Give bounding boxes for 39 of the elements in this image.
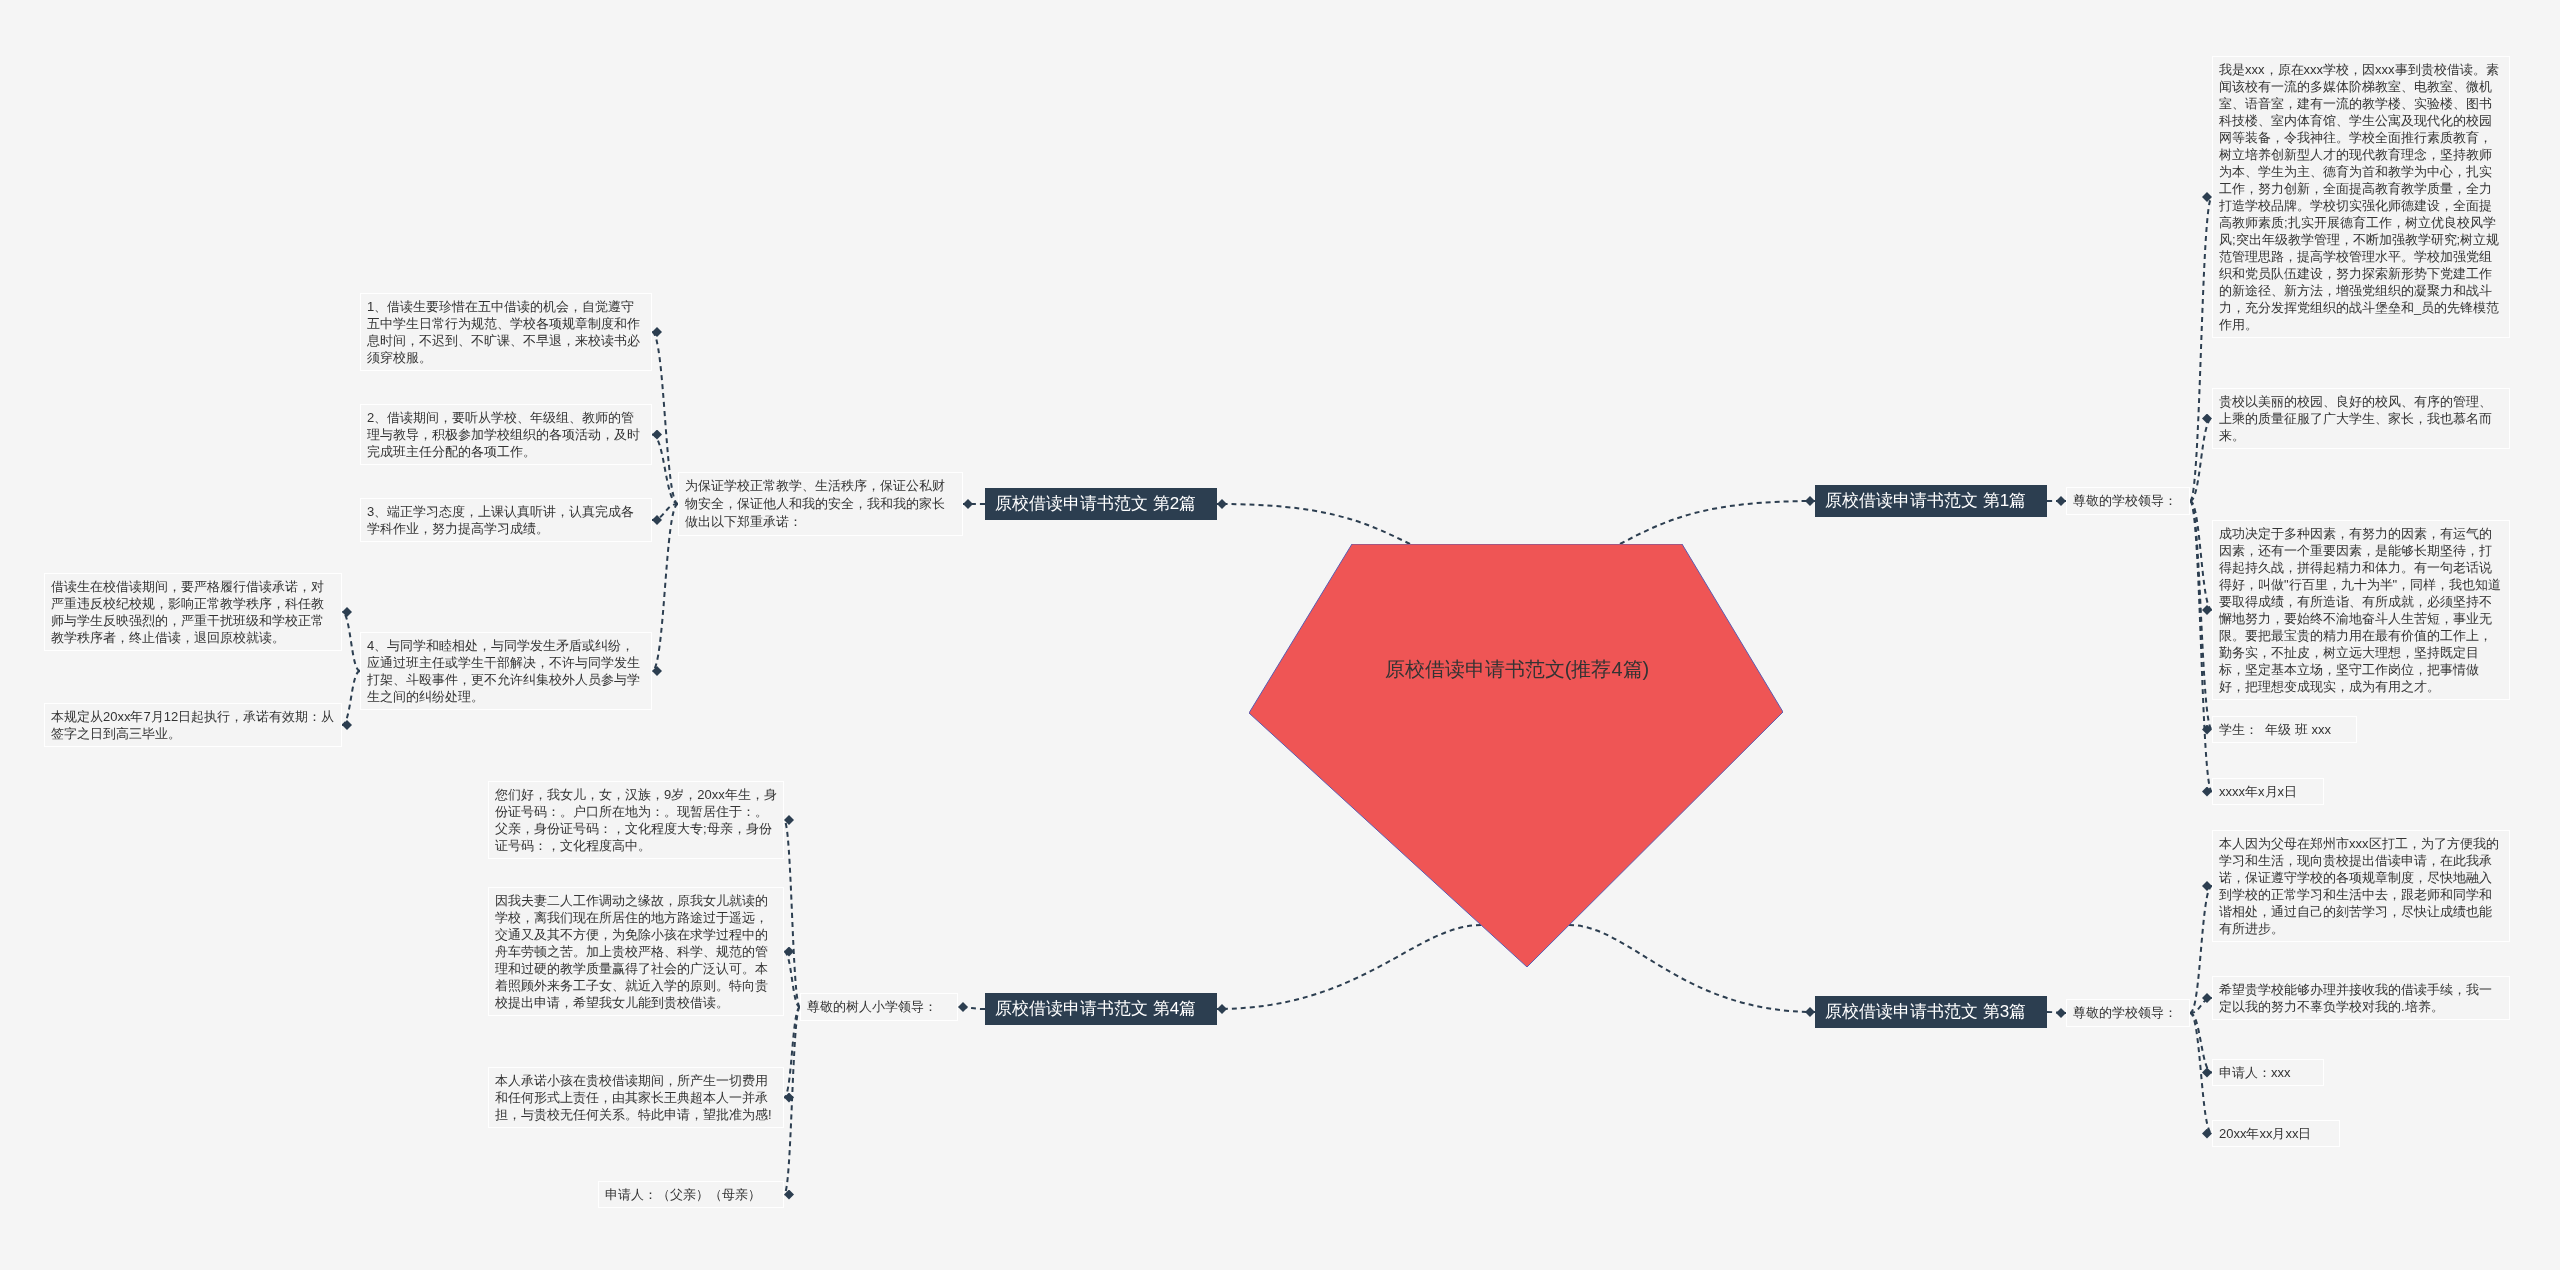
text-box: 3、端正学习态度，上课认真听讲，认真完成各学科作业，努力提高学习成绩。 bbox=[360, 498, 652, 542]
text-box: xxxx年x月x日 bbox=[2212, 778, 2324, 805]
text-box: 1、借读生要珍惜在五中借读的机会，自觉遵守五中学生日常行为规范、学校各项规章制度和作息时间，不迟到、不旷课、不早退，来校读书必须穿校服。 bbox=[360, 293, 652, 371]
connector bbox=[2189, 1012, 2213, 1075]
text-box: 本人承诺小孩在贵校借读期间，所产生一切费用和任何形式上责任，由其家长王典超本人一并承担，与贵校无任何关系。特此申请，望批准为感! bbox=[488, 1067, 784, 1128]
subtopic-box: 尊敬的树人小学领导： bbox=[800, 993, 958, 1021]
text-box: 申请人：（父亲）（母亲） bbox=[598, 1181, 784, 1208]
subtopic-box: 尊敬的学校领导： bbox=[2066, 487, 2190, 515]
text-box: 您们好，我女儿，女，汉族，9岁，20xx年生，身份证号码：。户口所在地为：。现暂居住于：。父亲，身份证号码：，文化程度大专;母亲，身份证号码：，文化程度高中。 bbox=[488, 781, 784, 859]
connector bbox=[2046, 1007, 2067, 1018]
text-box: 本规定从20xx年7月12日起执行，承诺有效期：从签字之日到高三毕业。 bbox=[44, 703, 342, 747]
connector bbox=[341, 610, 361, 672]
topic-box: 原校借读申请书范文 第2篇 bbox=[985, 488, 1217, 520]
central-topic-text: 原校借读申请书范文(推荐4篇) bbox=[1384, 657, 1650, 682]
text-box: 贵校以美丽的校园、良好的校风、有序的管理、上乘的质量征服了广大学生、家长，我也慕名而来。 bbox=[2212, 388, 2510, 449]
subtopic-box: 尊敬的学校领导： bbox=[2066, 999, 2190, 1027]
connector bbox=[1619, 496, 1816, 545]
connector bbox=[341, 670, 361, 728]
connector bbox=[2046, 496, 2067, 506]
text-box: 学生： 年级 班 xxx bbox=[2212, 716, 2357, 743]
text-box: 4、与同学和睦相处，与同学发生矛盾或纠纷，应通过班主任或学生干部解决，不许与同学发生打架、斗殴事件，更不允许纠集校外人员参与学生之间的纠纷处理。 bbox=[360, 632, 652, 710]
text-box: 我是xxx，原在xxx学校，因xxx事到贵校借读。素闻该校有一流的多媒体阶梯教室、电教室、微机室、语音室，建有一流的教学楼、实验楼、图书科技楼、室内体育馆、学生公寓及现代化的校园网等装备，令我神往。学校全面推行素质教育，树立培养创新型人才的现代教育理念，坚持教师为本、学生为主、德育为首和教学为中心，扎实工作，努力创新，全面提高教育教学质量，全力打造学校品牌。学校切实强化师德建设，全面提高教师素质;扎实开展德育工作，树立优良校风学风;突出年级教学管理，不断加强教学研究;树立规范管理思路，提高学校管理水平。学校加强党组织和党员队伍建设，努力探索新形势下党建工作的新途径、新方法，增强党组织的凝聚力和战斗力，充分发挥党组织的战斗堡垒和_员的先锋模范作用。 bbox=[2212, 56, 2510, 338]
connector bbox=[1216, 924, 1482, 1014]
connector bbox=[1216, 499, 1411, 545]
topic-box: 原校借读申请书范文 第4篇 bbox=[985, 993, 1217, 1025]
text-box: 20xx年xx月xx日 bbox=[2212, 1120, 2340, 1147]
text-box: 借读生在校借读期间，要严格履行借读承诺，对严重违反校纪校规，影响正常教学秩序，科任教师与学生反映强烈的，严重干扰班级和学校正常教学秩序者，终止借读，退回原校就读。 bbox=[44, 573, 342, 651]
text-box: 申请人：xxx bbox=[2212, 1059, 2324, 1086]
text-box: 希望贵学校能够办理并接收我的借读手续，我一定以我的努力不辜负学校对我的.培养。 bbox=[2212, 976, 2510, 1020]
topic-box: 原校借读申请书范文 第1篇 bbox=[1815, 485, 2047, 517]
text-box: 成功决定于多种因素，有努力的因素，有运气的因素，还有一个重要因素，是能够长期坚待，打得起持久战，拼得起精力和体力。有一句老话说得好，叫做"行百里，九十为半"，同样，我也知道要取得成绩，有所造诣、有所成就，必须坚持不懈地努力，要始终不渝地奋斗人生苦短，事业无限。要把最宝贵的精力用在最有价值的工作上，勤务实，不扯皮，树立远大理想，坚持既定目标，坚定基本立场，坚守工作岗位，把事情做好，把理想变成现实，成为有用之才。 bbox=[2212, 520, 2510, 700]
subtopic-box: 为保证学校正常教学、生活秩序，保证公私财物安全，保证他人和我的安全，我和我的家长做出以下郑重承诺： bbox=[678, 472, 963, 536]
text-box: 因我夫妻二人工作调动之缘故，原我女儿就读的学校，离我们现在所居住的地方路途过于遥远，交通又及其不方便，为免除小孩在求学过程中的舟车劳顿之苦。加上贵校严格、科学、规范的管理和过硬的教学质量赢得了社会的广泛认可。本着照顾外来务工子女、就近入学的原则。特向贵校提出申请，希望我女儿能到贵校借读。 bbox=[488, 887, 784, 1016]
connector bbox=[957, 1002, 986, 1013]
topic-box: 原校借读申请书范文 第3篇 bbox=[1815, 996, 2047, 1028]
connector bbox=[962, 499, 986, 509]
text-box: 本人因为父母在郑州市xxx区打工，为了方便我的学习和生活，现向贵校提出借读申请，在此我承诺，保证遵守学校的各项规章制度，尽快地融入到学校的正常学习和生活中去，跟老师和同学和谐相处，通过自己的刻苦学习，尽快让成绩也能有所进步。 bbox=[2212, 830, 2510, 942]
connector bbox=[1568, 924, 1816, 1017]
text-box: 2、借读期间，要听从学校、年级组、教师的管理与教导，积极参加学校组织的各项活动，及时完成班主任分配的各项工作。 bbox=[360, 404, 652, 465]
